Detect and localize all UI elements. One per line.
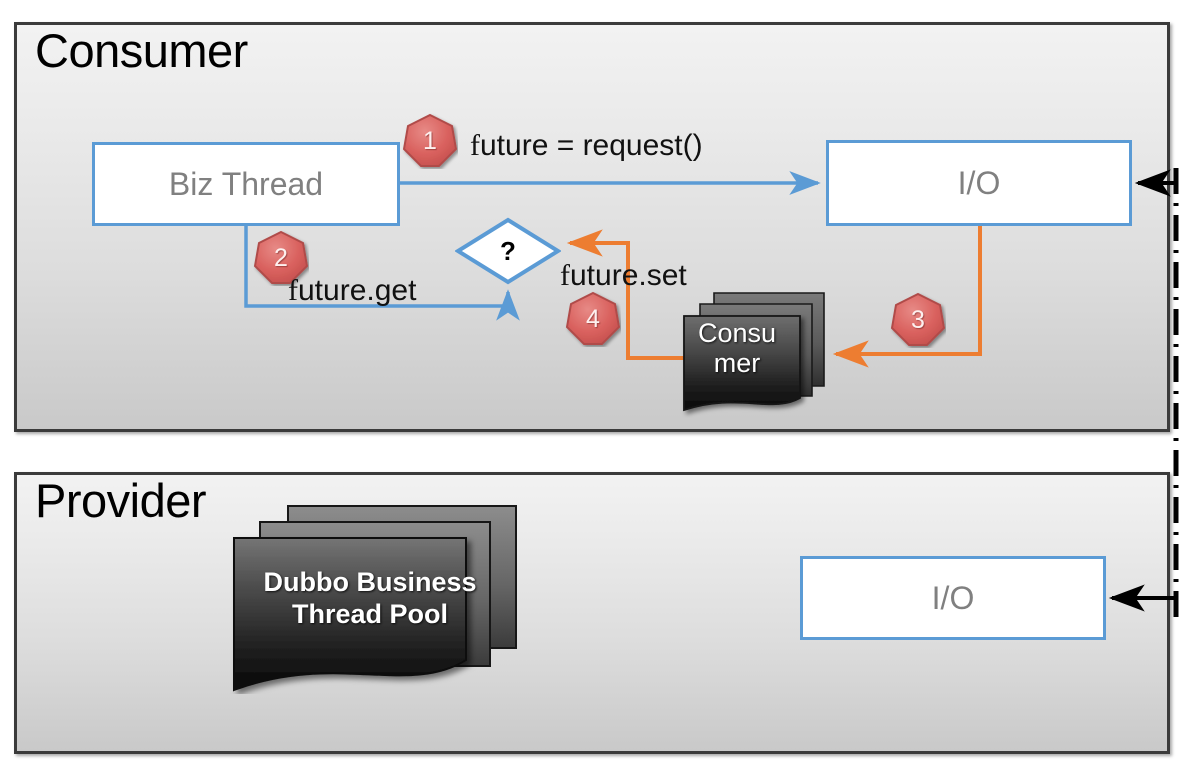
consumer-io-label: I/O	[957, 164, 1001, 201]
provider-io-label: I/O	[931, 579, 975, 616]
heptagon-shape	[402, 113, 458, 167]
heptagon-shape	[565, 291, 621, 345]
step-badge-1-number: 1	[423, 126, 437, 155]
consumer-panel: Consumer	[14, 22, 1170, 432]
label-future-get-head: f	[288, 274, 298, 307]
provider-panel-title: Provider	[35, 474, 207, 527]
consumer-stack-shape[interactable]: Consu mer	[672, 288, 842, 418]
heptagon-shape	[253, 230, 309, 284]
provider-io-box[interactable]: I/O	[800, 556, 1106, 640]
consumer-io-box[interactable]: I/O	[826, 140, 1132, 226]
consumer-stack-glyph	[683, 292, 825, 412]
step-badge-2-number: 2	[274, 243, 288, 272]
biz-thread-box[interactable]: Biz Thread	[92, 142, 400, 226]
decision-diamond-shape	[454, 217, 562, 285]
heptagon-shape	[890, 292, 946, 346]
label-future-request-tail: uture = request()	[480, 129, 703, 162]
dubbo-stack-glyph	[233, 505, 517, 692]
step-badge-4: 4	[565, 291, 621, 347]
label-future-set: future.set	[560, 261, 687, 291]
label-future-request-head: f	[470, 129, 480, 162]
dubbo-thread-pool-stack[interactable]: Dubbo Business Thread Pool	[228, 502, 538, 694]
step-badge-2: 2	[253, 230, 309, 286]
biz-thread-label: Biz Thread	[168, 165, 324, 202]
label-future-set-head: f	[560, 259, 570, 292]
label-future-get-tail: uture.get	[298, 274, 417, 307]
consumer-panel-title: Consumer	[35, 24, 248, 77]
step-badge-4-number: 4	[586, 304, 600, 333]
step-badge-1: 1	[402, 113, 458, 169]
decision-diamond[interactable]: ?	[454, 217, 562, 285]
label-future-set-tail: uture.set	[570, 259, 687, 292]
label-future-get: future.get	[288, 276, 416, 306]
step-badge-3-number: 3	[911, 305, 925, 334]
step-badge-3: 3	[890, 292, 946, 348]
decision-diamond-label: ?	[500, 235, 516, 266]
label-future-request: future = request()	[470, 131, 703, 161]
